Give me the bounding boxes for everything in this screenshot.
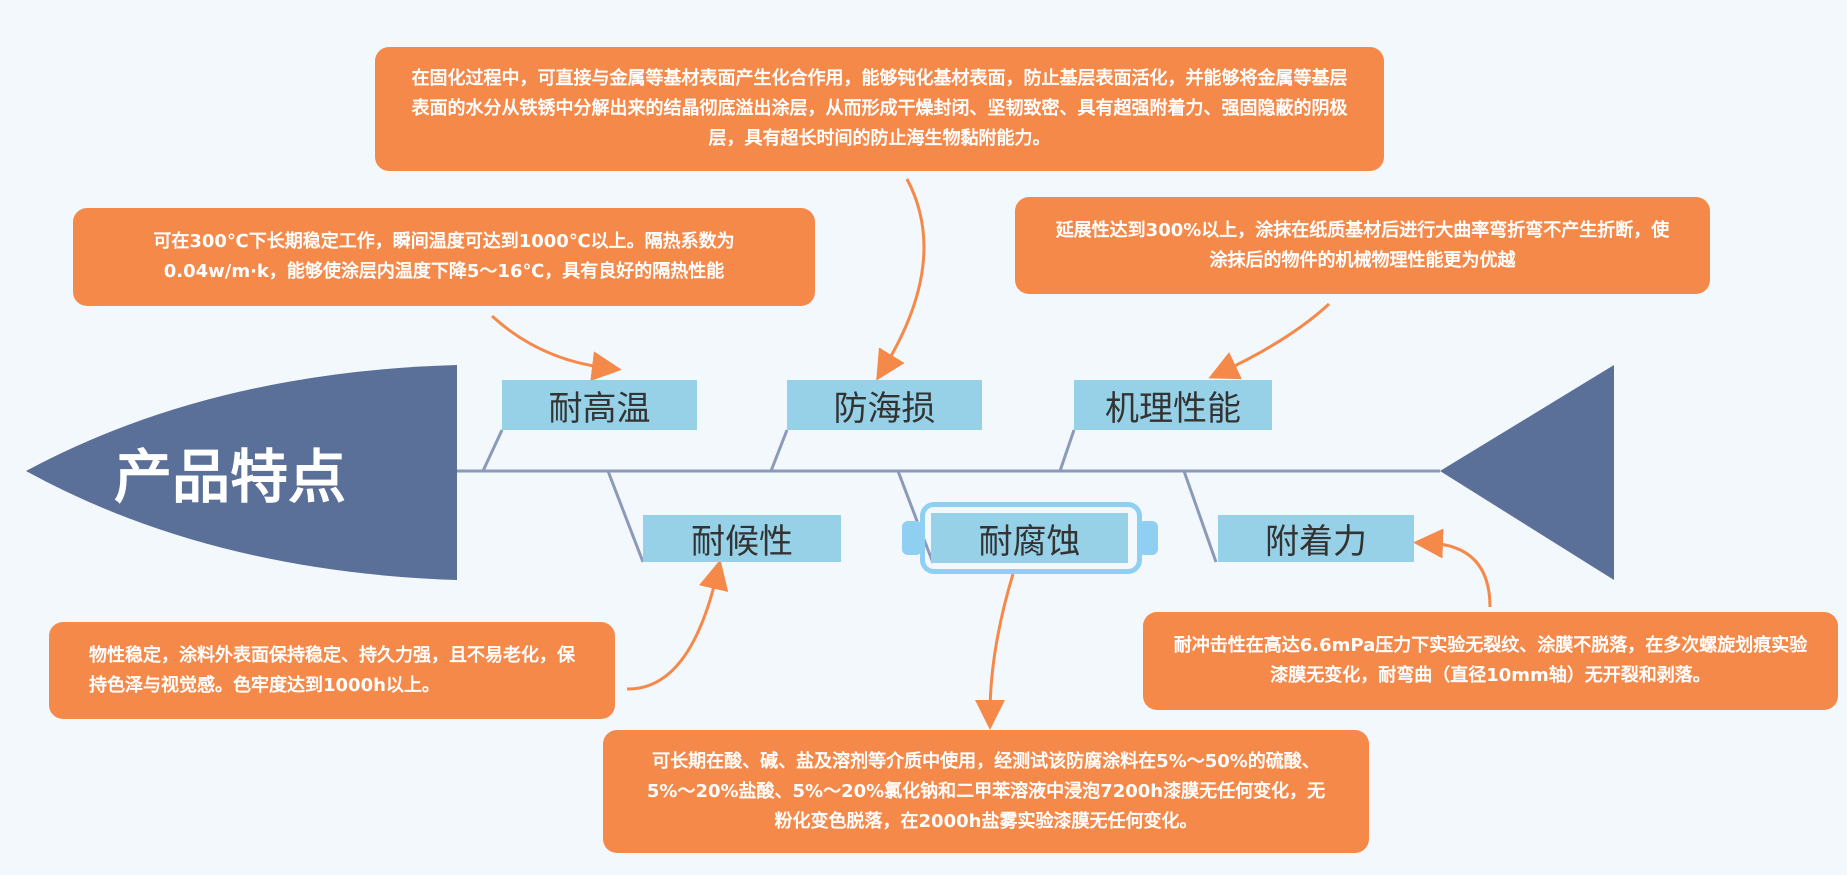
branch-label-heat-resistance[interactable]: 耐高温 <box>502 380 697 430</box>
fish-head <box>26 365 457 580</box>
note-heat-resistance: 可在300℃下长期稳定工作，瞬间温度可达到1000℃以上。隔热系数为0.04w/… <box>73 208 815 306</box>
note-marine-protection: 在固化过程中，可直接与金属等基材表面产生化合作用，能够钝化基材表面，防止基层表面… <box>375 47 1384 171</box>
note-corrosion-resistance: 可长期在酸、碱、盐及溶剂等介质中使用，经测试该防腐涂料在5%～50%的硫酸、5%… <box>603 730 1369 853</box>
branch-label-weather-resistance[interactable]: 耐候性 <box>643 515 841 562</box>
fish-bones <box>481 429 1218 564</box>
resize-handle-left[interactable] <box>902 521 922 555</box>
branch-label-corrosion-resistance[interactable]: 耐腐蚀 <box>931 513 1128 563</box>
note-adhesion: 耐冲击性在高达6.6mPa压力下实验无裂纹、涂膜不脱落，在多次螺旋划痕实验漆膜无… <box>1143 612 1838 710</box>
arrows <box>490 178 1492 730</box>
fish-tail <box>1440 365 1614 580</box>
resize-handle-right[interactable] <box>1138 521 1158 555</box>
branch-label-adhesion[interactable]: 附着力 <box>1218 515 1414 562</box>
note-mechanical: 延展性达到300%以上，涂抹在纸质基材后进行大曲率弯折弯不产生折断，使涂抹后的物… <box>1015 197 1710 294</box>
diagram-title: 产品特点 <box>113 443 346 511</box>
branch-label-mechanical[interactable]: 机理性能 <box>1074 380 1272 430</box>
note-weather-resistance: 物性稳定，涂料外表面保持稳定、持久力强，且不易老化，保持色泽与视觉感。色牢度达到… <box>49 622 615 719</box>
branch-label-marine-protection[interactable]: 防海损 <box>787 380 982 430</box>
